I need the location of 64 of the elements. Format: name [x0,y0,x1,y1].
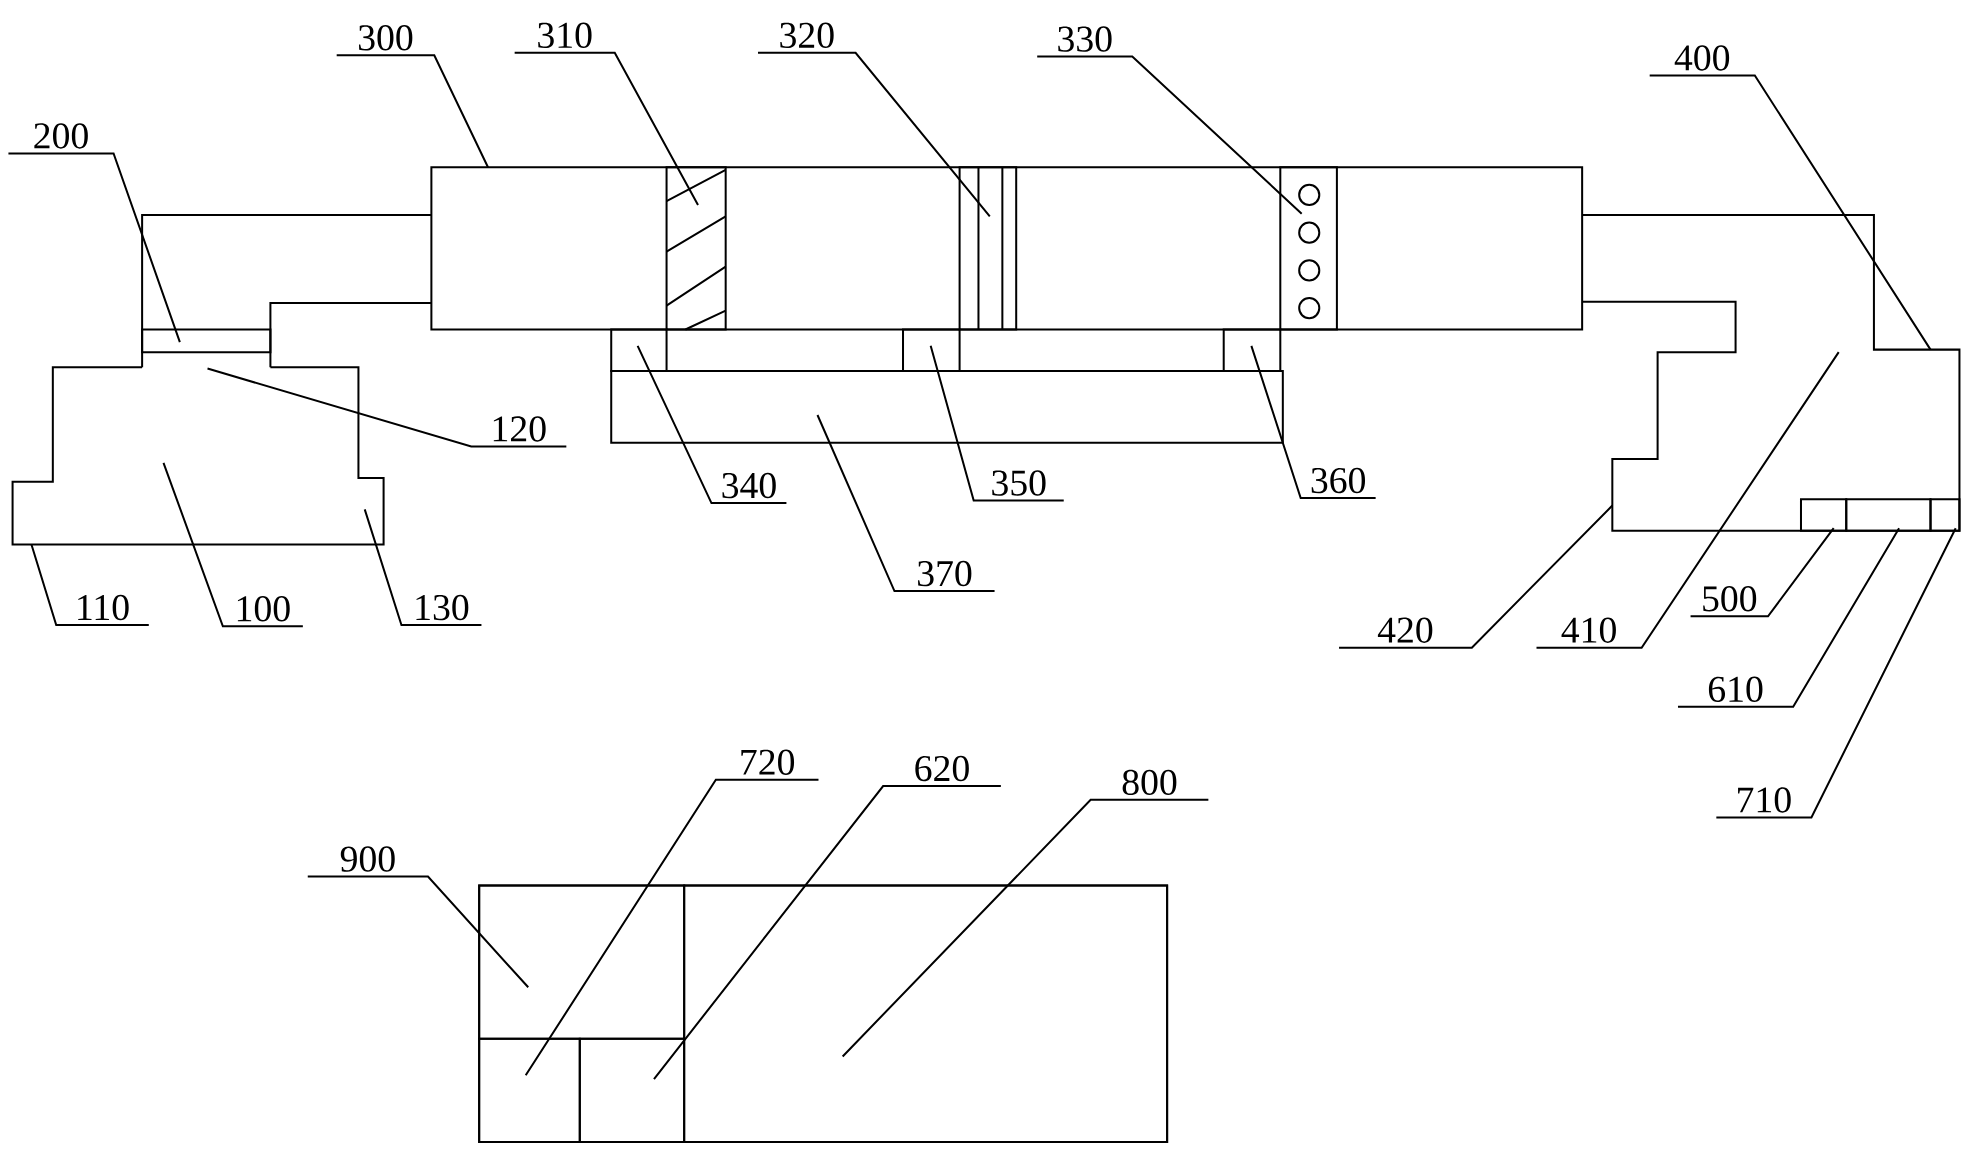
callout-number: 420 [1377,617,1433,643]
callout-number: 400 [1674,45,1730,71]
callout-number: 620 [915,755,969,781]
leader-line [653,784,1001,1080]
slide-strip [141,328,272,353]
hatched-section [665,166,727,331]
sensor-block [1845,498,1932,532]
leader-line [1536,351,1840,649]
module-cell [578,1037,686,1143]
module-cell [478,884,686,1040]
callout-number: 360 [1311,467,1366,493]
callout-number: 350 [992,470,1046,496]
leader-line [1649,74,1932,350]
support-block [902,328,961,372]
callout-number: 130 [416,594,469,621]
leader-line [30,544,149,626]
callout-number: 310 [538,22,592,48]
callout-number: 340 [722,472,776,499]
leader-line [336,54,489,168]
leader-line [514,51,699,206]
leader-line [207,367,567,448]
callout-number: 110 [78,594,129,621]
leader-line [1690,527,1835,618]
leader-line [1250,345,1376,499]
leader-line [1037,55,1303,215]
leader-line [816,414,995,592]
leader-line [162,462,303,628]
leader-line [758,51,991,217]
perforated-section [1279,166,1338,331]
main-housing [430,166,1584,331]
leader-line [1678,527,1900,708]
callout-number: 330 [1058,26,1112,52]
callout-number: 710 [1738,787,1791,813]
callout-number: 370 [918,560,972,587]
base-block [11,366,385,546]
leader-line [841,798,1209,1057]
layered-section [958,166,1018,331]
base-plate [610,369,1284,444]
sensor-block [1929,498,1961,532]
callout-number: 500 [1703,585,1757,612]
leader-line [1339,504,1614,649]
sensor-block [1800,498,1848,532]
leader-line [1716,527,1957,819]
callout-number: 900 [340,846,395,872]
leader-line [929,345,1064,502]
support-block [1222,328,1282,372]
callout-number: 320 [780,22,834,48]
support-block [610,328,668,372]
callout-number: 410 [1561,617,1616,643]
callout-number: 300 [359,24,413,51]
leader-line [363,508,482,626]
module-cell [478,1037,581,1143]
callout-number: 800 [1122,769,1177,795]
side-housing [1582,213,1961,532]
callout-number: 720 [741,749,795,775]
leader-line [8,152,181,343]
callout-number: 610 [1708,676,1763,702]
leader-line [524,778,819,1076]
leader-line [307,875,529,988]
callout-number: 100 [237,595,290,622]
module-cell [683,884,1169,1143]
leader-line [636,345,787,504]
callout-number: 120 [493,416,546,442]
callout-number: 200 [34,122,88,149]
